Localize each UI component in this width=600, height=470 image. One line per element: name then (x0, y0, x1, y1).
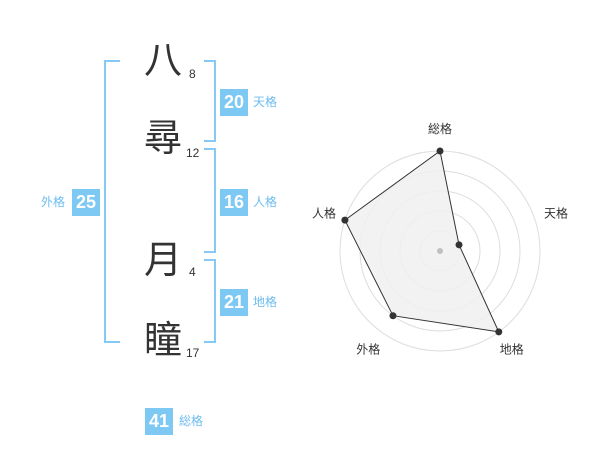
chikaku-score: 21 (220, 289, 248, 316)
soukaku-label: 総格 (179, 414, 204, 428)
radar-axis-label-1: 総格 (428, 121, 452, 136)
tenkaku-score: 20 (220, 89, 248, 116)
radar-point-4 (389, 312, 397, 320)
soukaku-score: 41 (145, 408, 173, 435)
radar-point-2 (455, 241, 463, 249)
chikaku-label: 地格 (253, 295, 278, 309)
gaikaku-score: 25 (72, 189, 100, 216)
radar-point-1 (436, 147, 444, 155)
radar-axis-label-2: 天格 (544, 205, 568, 220)
radar-area (344, 150, 500, 333)
radar-point-3 (495, 328, 503, 336)
radar-axis-label-5: 人格 (312, 205, 336, 220)
radar-center (437, 248, 443, 254)
radar-point-5 (341, 216, 349, 224)
tenkaku-bracket (204, 60, 216, 142)
radar-axis-label-3: 地格 (500, 342, 524, 357)
radar-axis-label-4: 外格 (356, 342, 380, 357)
jinkaku-label: 人格 (253, 195, 278, 209)
char-2: 尋 (143, 116, 182, 160)
char-4-strokes: 17 (186, 346, 200, 360)
gaikaku-bracket (104, 60, 120, 343)
char-1: 八 (143, 38, 182, 82)
tenkaku-label: 天格 (253, 95, 278, 109)
chikaku-bracket (204, 259, 216, 343)
char-2-strokes: 12 (186, 146, 200, 160)
char-4: 瞳 (143, 318, 182, 362)
char-3-strokes: 4 (189, 265, 196, 279)
jinkaku-score: 16 (220, 189, 248, 216)
jinkaku-bracket (204, 148, 216, 253)
char-1-strokes: 8 (189, 67, 196, 81)
char-3: 月 (143, 238, 182, 282)
gaikaku-label: 外格 (41, 195, 66, 209)
